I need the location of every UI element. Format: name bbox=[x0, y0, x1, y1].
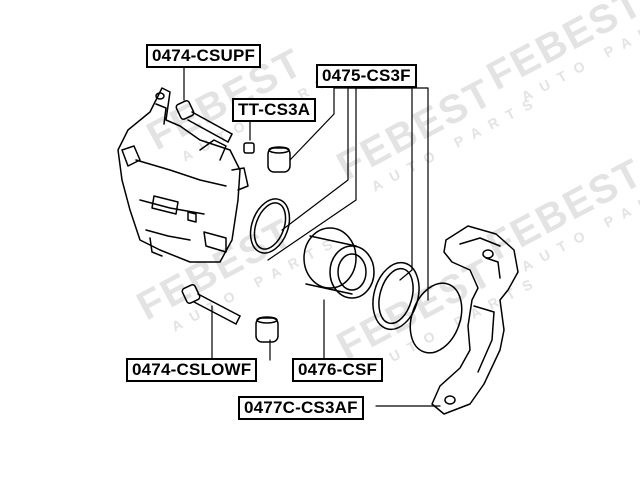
caliper-body-drawing bbox=[117, 87, 249, 263]
upper-bushing-drawing bbox=[267, 146, 291, 173]
upper-guide-pin-drawing bbox=[175, 100, 233, 143]
large-seal-ring-drawing bbox=[409, 282, 463, 354]
dust-cap-drawing bbox=[243, 142, 255, 154]
caliper-bracket-drawing bbox=[431, 225, 519, 415]
label-0476-csf: 0476-CSF bbox=[292, 358, 384, 382]
piston-seal-drawing bbox=[249, 198, 291, 254]
lower-guide-pin-drawing bbox=[181, 284, 241, 325]
leader-lines bbox=[183, 63, 441, 407]
label-tt-cs3a: TT-CS3A bbox=[232, 98, 317, 122]
lower-bushing-drawing bbox=[255, 316, 279, 343]
dust-boot-drawing bbox=[372, 261, 420, 331]
label-0475-cs3f: 0475-CS3F bbox=[316, 64, 417, 88]
piston-drawing bbox=[303, 227, 375, 299]
label-0477c-cs3af: 0477C-CS3AF bbox=[238, 396, 364, 420]
label-0474-cslowf: 0474-CSLOWF bbox=[126, 358, 258, 382]
label-0474-csupf: 0474-CSUPF bbox=[146, 44, 262, 68]
